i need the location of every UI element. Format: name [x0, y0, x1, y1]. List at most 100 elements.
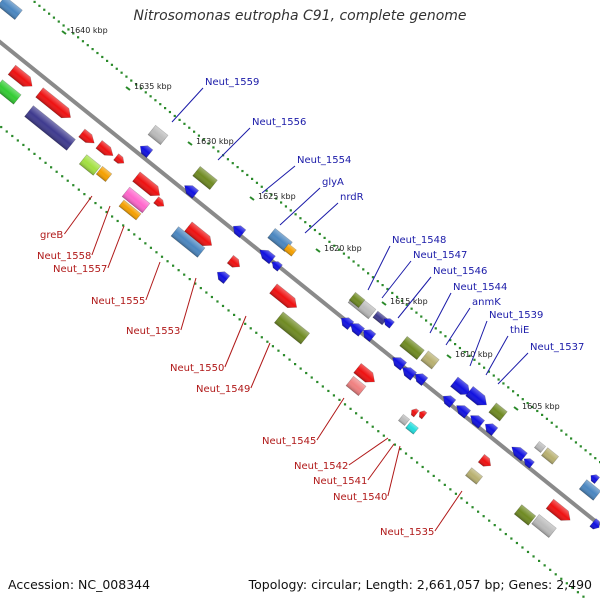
- gc-dot-inner: [227, 309, 230, 312]
- gc-dot-inner: [371, 425, 374, 428]
- gene-label-reverse: Neut_1542: [294, 461, 348, 472]
- tick-label: 1635 kbp: [134, 82, 172, 91]
- gene-feature: [420, 350, 440, 370]
- gc-dot-outer: [62, 24, 65, 27]
- gc-dot-inner: [488, 519, 491, 522]
- gc-dot-inner: [360, 416, 363, 419]
- gene-feature: [226, 254, 241, 268]
- gc-dot-outer: [405, 303, 408, 306]
- gene-label-reverse: Neut_1549: [196, 384, 250, 395]
- gene-feature: [477, 453, 492, 467]
- gene-feature: [362, 329, 377, 343]
- genome-summary-text: Topology: circular; Length: 2,661,057 bp…: [248, 577, 592, 592]
- gc-dot-outer: [57, 20, 60, 23]
- gene-feature: [470, 415, 486, 429]
- gene-feature: [383, 318, 395, 329]
- label-leader-line: [91, 205, 111, 256]
- gc-dot-outer: [125, 75, 128, 78]
- gc-dot-outer: [333, 244, 336, 247]
- label-leader-line: [145, 261, 161, 301]
- gc-dot-outer: [541, 413, 544, 416]
- gc-dot-outer: [275, 197, 278, 200]
- gc-dot-outer: [173, 114, 176, 118]
- tick-mark: [61, 30, 67, 35]
- gc-dot-inner: [199, 286, 202, 290]
- gc-dot-outer: [565, 433, 568, 436]
- tick-label: 1640 kbp: [70, 26, 108, 35]
- gc-dot-outer: [338, 248, 341, 251]
- gc-dot-inner: [111, 215, 114, 218]
- gc-dot-outer: [115, 67, 118, 70]
- gc-dot-inner: [38, 157, 42, 160]
- gc-dot-inner: [99, 206, 103, 209]
- gc-dot-inner: [399, 447, 402, 451]
- gc-dot-inner: [172, 264, 175, 267]
- gene-feature: [513, 504, 537, 526]
- label-leader-line: [367, 245, 391, 291]
- gene-feature: [418, 410, 428, 420]
- gc-dot-outer: [289, 209, 292, 212]
- gc-dot-outer: [463, 350, 466, 354]
- gene-feature: [283, 243, 297, 257]
- gc-dot-inner: [571, 586, 574, 589]
- gc-dot-inner: [338, 398, 341, 401]
- gc-dot-inner: [366, 421, 369, 424]
- gc-dot-inner: [471, 506, 474, 509]
- gene-feature: [184, 221, 213, 246]
- tick-mark: [249, 196, 255, 201]
- gc-dot-outer: [193, 130, 196, 133]
- gc-dot-inner: [294, 363, 297, 366]
- gc-dot-outer: [270, 193, 273, 196]
- gene-feature: [132, 171, 161, 196]
- gene-label-reverse: Neut_1540: [333, 492, 387, 503]
- label-leader-line: [261, 165, 296, 194]
- gc-dot-outer: [386, 287, 389, 291]
- tick-mark: [187, 141, 193, 146]
- gc-dot-outer: [284, 205, 288, 208]
- gc-dot-outer: [516, 394, 520, 397]
- gc-dot-inner: [27, 148, 31, 151]
- gene-feature: [113, 153, 125, 164]
- gc-dot-inner: [50, 166, 53, 169]
- gc-dot-inner: [94, 201, 97, 205]
- gc-dot-outer: [159, 103, 162, 106]
- gc-dot-outer: [473, 358, 476, 361]
- gene-feature: [540, 447, 560, 465]
- gc-dot-outer: [72, 32, 75, 35]
- gc-dot-outer: [178, 118, 181, 121]
- gc-dot-outer: [420, 315, 423, 318]
- gc-dot-outer: [415, 311, 418, 314]
- gene-feature: [7, 64, 33, 87]
- gene-feature: [590, 474, 600, 485]
- gc-dot-inner: [477, 510, 480, 513]
- gc-dot-inner: [160, 255, 164, 258]
- gene-feature: [118, 199, 142, 221]
- gene-feature: [184, 185, 200, 199]
- gc-dot-outer: [197, 134, 201, 137]
- gc-dot-inner: [355, 412, 358, 415]
- gc-dot-inner: [72, 184, 75, 187]
- gc-dot-outer: [236, 166, 239, 169]
- gc-dot-inner: [443, 483, 446, 486]
- gene-feature: [259, 249, 276, 265]
- gene-feature: [78, 154, 102, 176]
- gc-dot-outer: [352, 260, 355, 263]
- gc-dot-inner: [177, 269, 180, 272]
- gc-dot-outer: [410, 307, 413, 310]
- gene-label-reverse: Neut_1553: [126, 326, 180, 337]
- gc-dot-inner: [582, 595, 585, 598]
- tick-mark: [315, 248, 321, 253]
- gc-dot-outer: [183, 122, 186, 125]
- label-leader-line: [279, 187, 321, 226]
- gc-dot-inner: [554, 573, 557, 576]
- gc-dot-outer: [367, 272, 370, 275]
- gc-dot-inner: [282, 354, 286, 357]
- gc-dot-outer: [454, 343, 457, 346]
- gene-feature: [216, 271, 231, 285]
- gc-dot-inner: [233, 313, 236, 316]
- gc-dot-inner: [216, 300, 219, 303]
- gc-dot-outer: [478, 362, 481, 365]
- accession-text: Accession: NC_008344: [8, 577, 151, 592]
